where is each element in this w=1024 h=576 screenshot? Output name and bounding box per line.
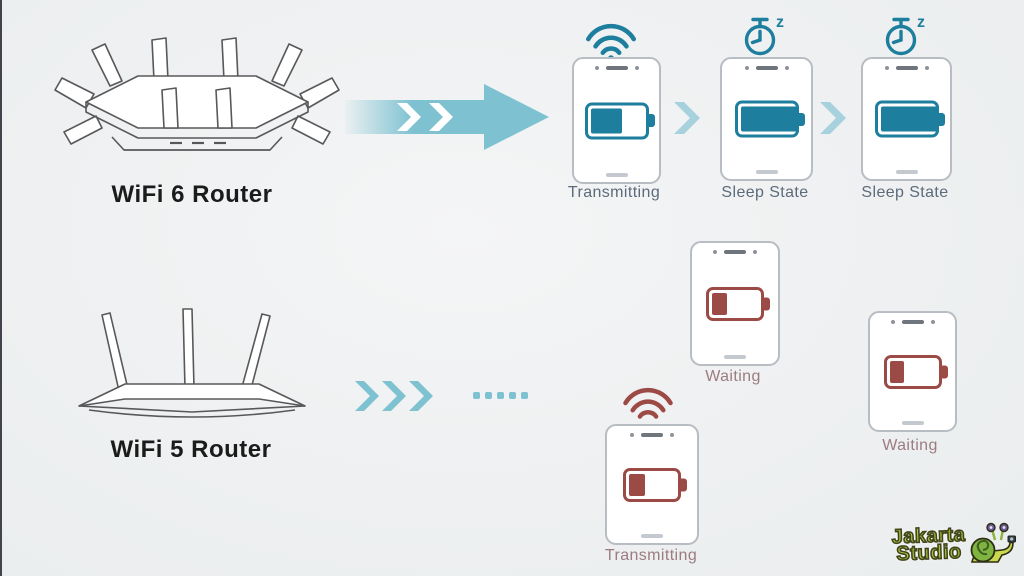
state-label-sleep-1: Sleep State <box>721 184 809 201</box>
phone-earpiece <box>884 66 929 70</box>
chevron-right-icon <box>820 102 846 134</box>
phone-transmitting-wifi6 <box>572 57 661 184</box>
phone-earpiece <box>713 250 757 254</box>
sleep-z-glyph: z <box>776 14 784 31</box>
battery-icon <box>734 100 805 138</box>
phone-sleep-state-1 <box>720 57 813 181</box>
battery-nub <box>681 478 687 491</box>
sleep-timer-icon: z <box>744 14 784 56</box>
phone-earpiece <box>744 66 789 70</box>
chevron-right-icon <box>674 102 700 134</box>
phone-earpiece <box>890 320 935 324</box>
big-arrow-icon <box>345 84 549 150</box>
wifi5-router-illustration <box>78 308 306 418</box>
battery-nub <box>764 297 770 310</box>
watermark-text: Jakarta Studio <box>891 523 967 566</box>
battery-fill <box>740 106 799 132</box>
sleep-timer-icon: z <box>885 14 925 56</box>
battery-fill <box>629 473 645 496</box>
battery-fill <box>590 108 623 133</box>
jakarta-studio-watermark: Jakarta Studio <box>891 522 1016 568</box>
battery-fill <box>889 360 905 383</box>
battery-icon <box>883 354 948 389</box>
phone-brand-mark <box>641 534 663 538</box>
battery-nub <box>648 114 655 127</box>
wifi-signal-icon <box>623 387 673 419</box>
delay-dots-icon <box>473 392 528 399</box>
phone-brand-mark <box>755 170 778 174</box>
wifi5-router-label: WiFi 5 Router <box>110 436 272 463</box>
state-label-waiting-2: Waiting <box>882 437 938 454</box>
battery-nub <box>941 365 948 378</box>
state-label-transmitting: Transmitting <box>567 184 661 201</box>
triple-chevron-icon <box>355 381 433 411</box>
battery-icon <box>584 102 655 139</box>
wifi6-router-illustration <box>54 37 340 151</box>
phone-earpiece <box>594 66 639 70</box>
phone-waiting-1 <box>690 241 780 366</box>
battery-icon <box>874 100 945 138</box>
battery-nub <box>938 112 945 126</box>
phone-earpiece <box>630 433 674 437</box>
phone-waiting-2 <box>868 311 957 432</box>
phone-brand-mark <box>901 421 924 425</box>
wifi6-router-label: WiFi 6 Router <box>111 181 273 208</box>
phone-brand-mark <box>724 355 746 359</box>
phone-transmitting-wifi5 <box>605 424 699 545</box>
phone-brand-mark <box>605 173 628 177</box>
battery-icon <box>623 467 687 502</box>
snail-mascot-icon <box>970 522 1016 563</box>
battery-nub <box>798 112 805 126</box>
battery-fill <box>880 106 939 132</box>
watermark-line2: Studio <box>896 540 964 566</box>
battery-fill <box>712 292 727 315</box>
phone-brand-mark <box>895 170 918 174</box>
sleep-z-glyph: z <box>917 14 925 31</box>
phone-sleep-state-2 <box>861 57 952 181</box>
battery-icon <box>706 286 770 321</box>
state-label-waiting-1: Waiting <box>705 368 761 385</box>
wifi-signal-icon <box>586 23 636 60</box>
state-label-transmitting-2: Transmitting <box>604 547 698 564</box>
state-label-sleep-2: Sleep State <box>861 184 949 201</box>
